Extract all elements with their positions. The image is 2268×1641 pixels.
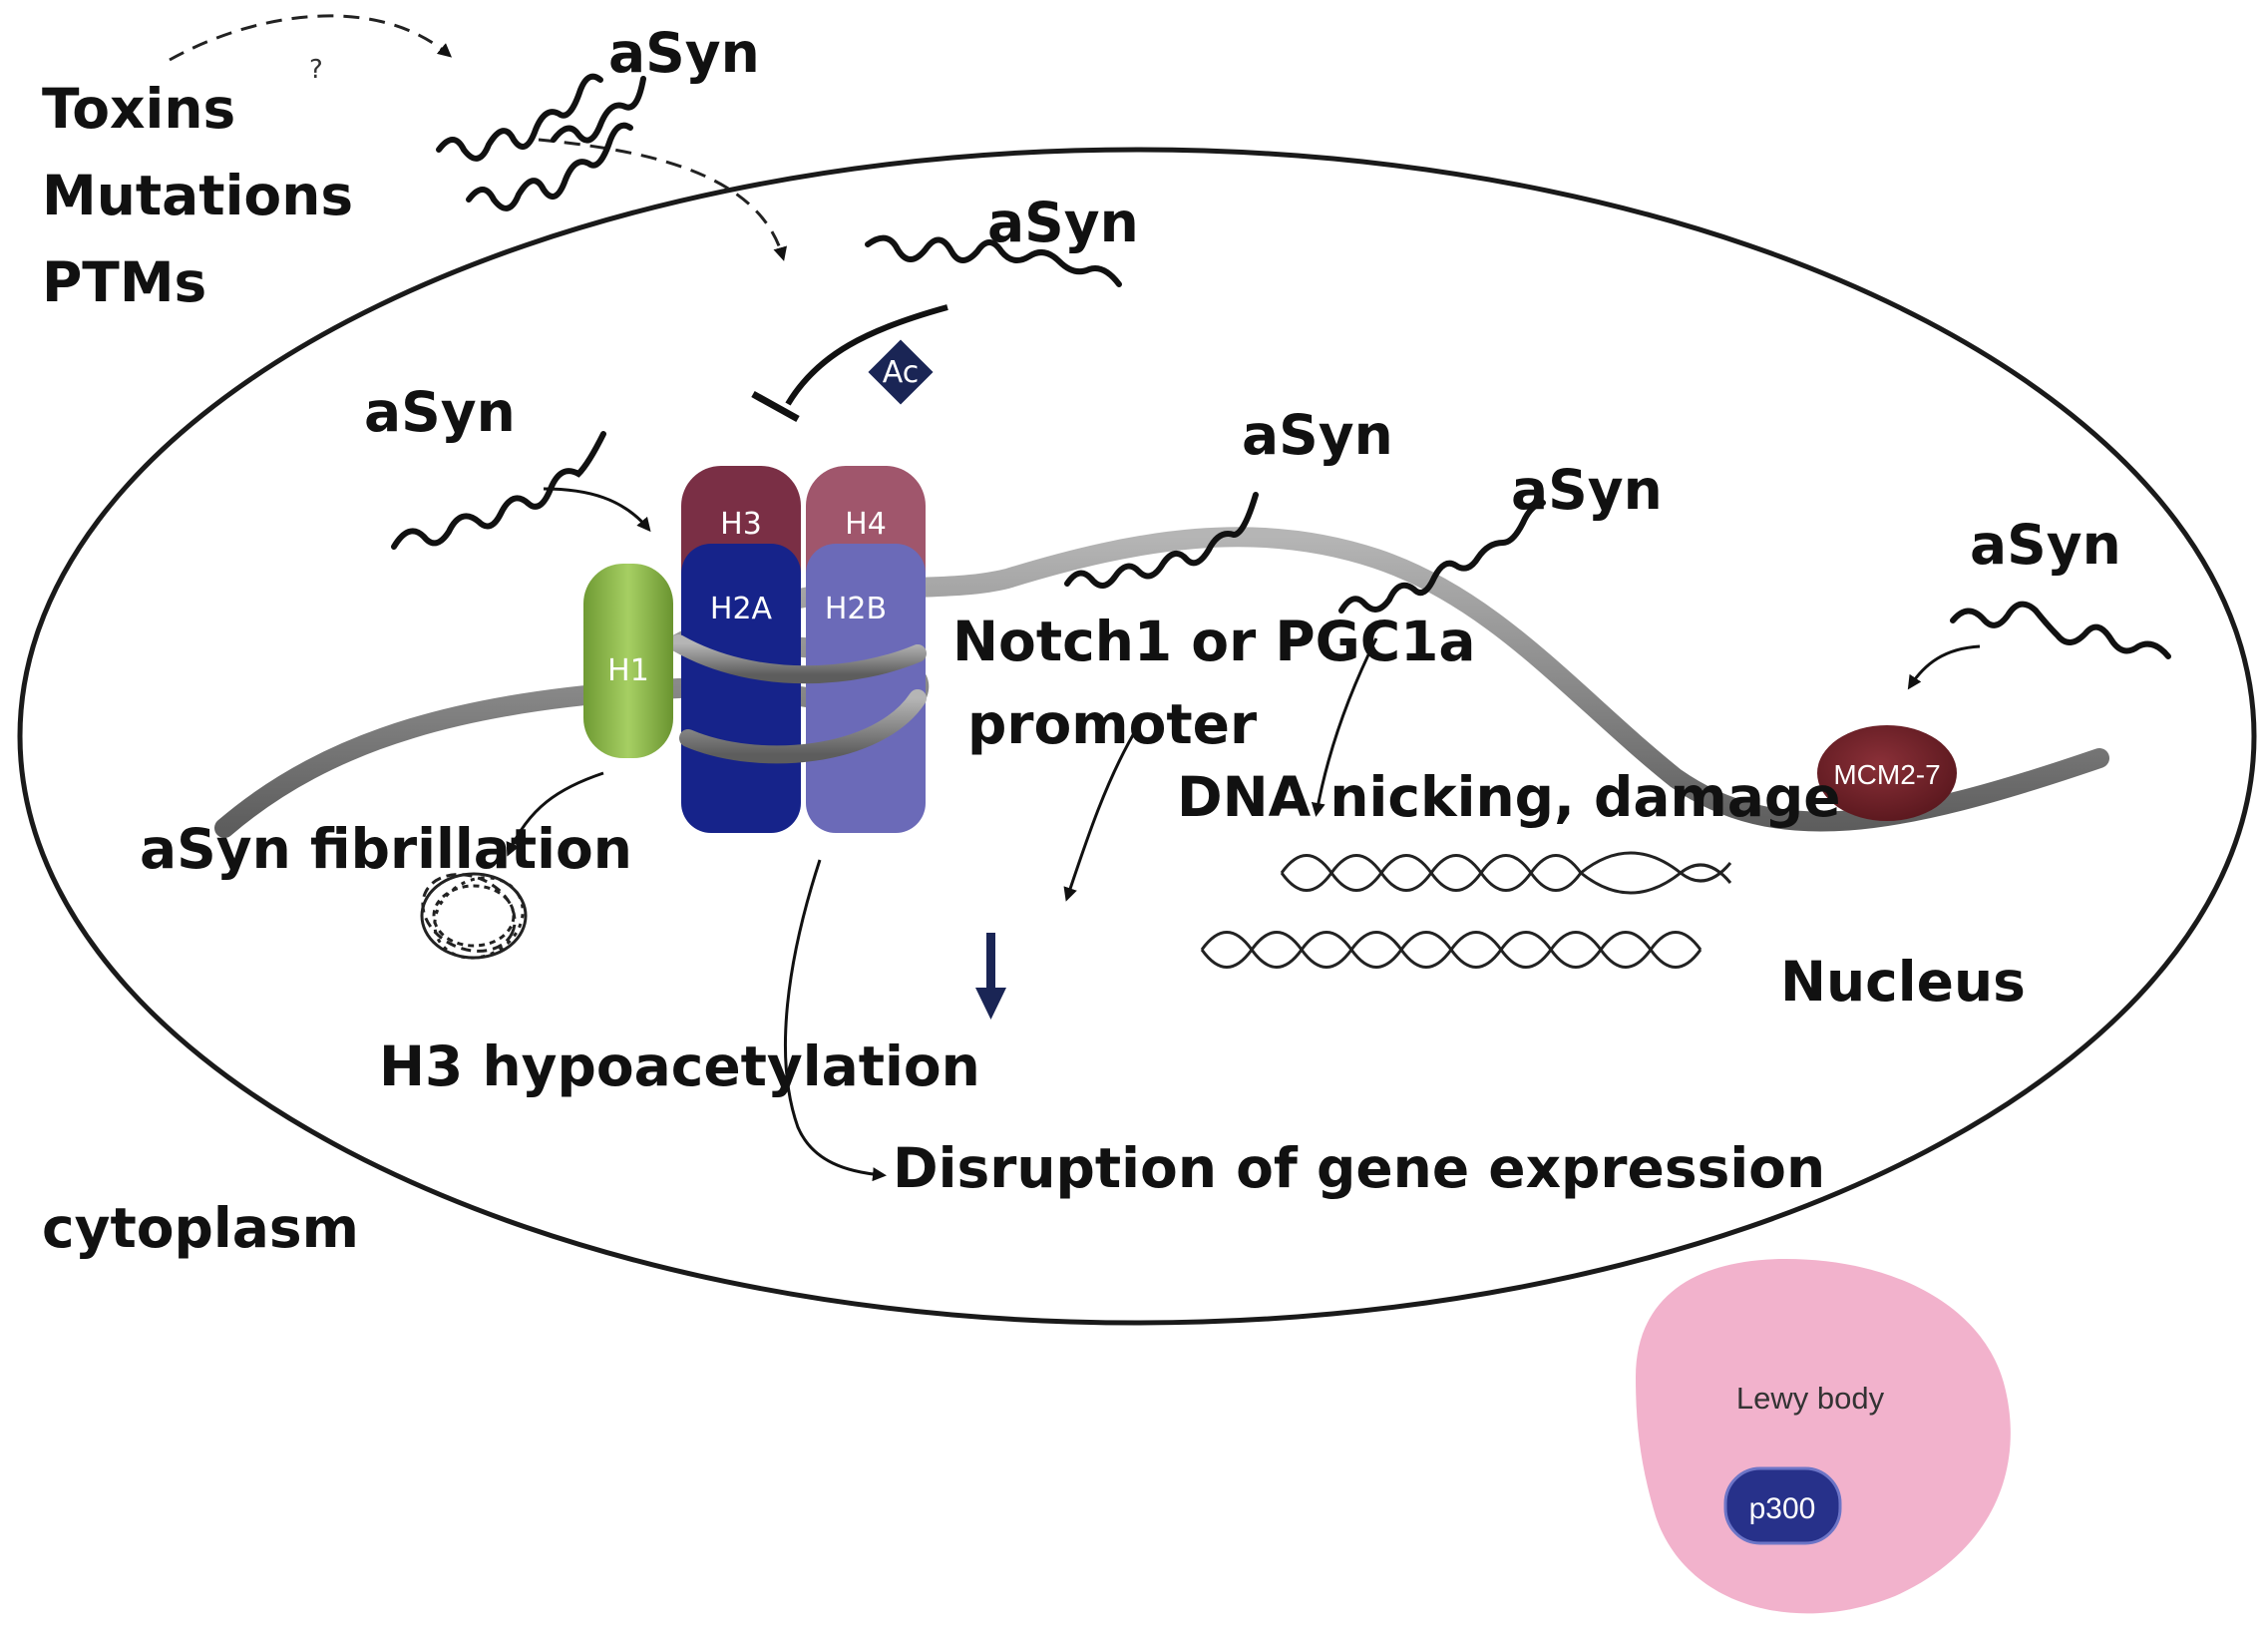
dna-nicking-label: DNA nicking, damage	[1177, 765, 1841, 829]
lewy-body-label: Lewy body	[1736, 1381, 1885, 1416]
mcm-complex: MCM2-7	[1817, 725, 1957, 821]
nucleus-boundary	[17, 147, 2257, 1326]
acetyl-marker: Ac	[868, 339, 934, 405]
asyn-squiggle-right	[1950, 601, 2171, 659]
notch-promoter-line2: promoter	[967, 692, 1257, 756]
nucleus-label: Nucleus	[1780, 950, 2026, 1014]
inhibition-bar	[751, 390, 800, 423]
asyn-squiggle-mid	[1064, 492, 1259, 589]
nucleosome: H3 H4 H2A H2B	[681, 466, 926, 833]
dna-helix-damaged	[1280, 851, 1732, 895]
fibrillation-label: aSyn fibrillation	[140, 817, 632, 881]
arrow-asyn-to-h1	[543, 487, 651, 533]
dna-wrap-front	[669, 634, 927, 684]
h2a-label: H2A	[710, 592, 773, 626]
dashed-arrow-toxins	[169, 14, 453, 62]
mutations-label: Mutations	[42, 164, 353, 227]
asyn-squiggle-ac	[865, 234, 1122, 287]
notch-promoter-line1: Notch1 or PGC1a	[952, 610, 1476, 673]
arrow-to-dna-nicking	[1311, 637, 1378, 817]
arrow-asyn-to-mcm	[1907, 644, 1981, 690]
cytoplasm-label: cytoplasm	[42, 1196, 359, 1260]
arrow-to-fibrillation	[506, 771, 604, 857]
asyn-label-mid: aSyn	[1242, 403, 1393, 467]
asyn-squiggle-top-cluster	[436, 73, 646, 211]
decrease-arrow-icon	[975, 933, 1006, 1020]
toxins-label: Toxins	[42, 77, 235, 141]
histone-h2b	[806, 544, 926, 833]
h1-label: H1	[607, 653, 649, 688]
h2b-label: H2B	[825, 592, 887, 626]
p300-label: p300	[1749, 1492, 1816, 1525]
question-label: ?	[309, 55, 323, 85]
histone-h1	[583, 564, 673, 758]
asyn-label-mid2: aSyn	[1511, 458, 1663, 522]
asyn-label-top: aSyn	[608, 21, 760, 85]
dna-wrap-back	[679, 689, 927, 764]
h4-label: H4	[845, 507, 887, 542]
asyn-squiggle-left	[391, 431, 606, 550]
arrow-to-disruption	[783, 859, 887, 1182]
lewy-body: Lewy body p300	[1636, 1259, 2011, 1614]
fibril-aggregate-icon	[420, 872, 528, 960]
p300-protein	[1723, 1466, 1842, 1545]
hypoacetylation-label: H3 hypoacetylation	[379, 1034, 980, 1098]
asyn-label-right: aSyn	[1970, 513, 2121, 577]
inhibition-arrow	[785, 304, 948, 406]
arrow-to-gene-expression-down	[1063, 727, 1139, 902]
ptms-label: PTMs	[42, 250, 206, 314]
asyn-label-ac: aSyn	[987, 191, 1139, 254]
asyn-squiggle-mid2	[1338, 500, 1546, 614]
ac-label: Ac	[883, 355, 920, 390]
dna-helix-intact	[1200, 931, 1702, 969]
dashed-arrow-nucleus	[538, 138, 787, 261]
disruption-label: Disruption of gene expression	[893, 1136, 1825, 1200]
histone-h2a	[681, 544, 801, 833]
h3-label: H3	[720, 507, 762, 542]
asyn-label-left: aSyn	[364, 380, 516, 444]
mcm-label: MCM2-7	[1833, 759, 1940, 790]
